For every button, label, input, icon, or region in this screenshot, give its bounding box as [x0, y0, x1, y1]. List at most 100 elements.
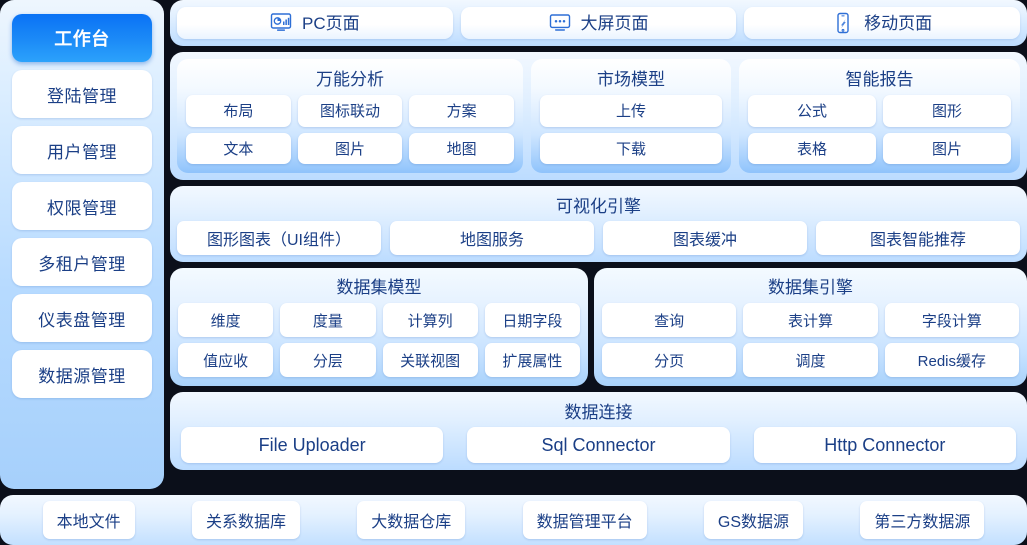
dataset-row: 数据集模型 维度 度量 计算列 日期字段 值应收 分层 关联视图 扩展属性: [170, 268, 1027, 386]
tab-pc-page[interactable]: PC页面: [177, 7, 453, 39]
chip-row: 图形图表（UI组件） 地图服务 图表缓冲 图表智能推荐: [177, 221, 1020, 255]
chip-grid: 查询 表计算 字段计算 分页 调度 Redis缓存: [602, 303, 1019, 377]
tab-label: 大屏页面: [580, 13, 649, 33]
module-title: 智能报告: [845, 70, 914, 89]
chip-row: 表格 图片: [748, 132, 1011, 164]
sidebar-item-label: 登陆管理: [47, 86, 117, 106]
chip-row: 值应收 分层 关联视图 扩展属性: [178, 343, 580, 377]
chip-row: 查询 表计算 字段计算: [602, 303, 1019, 337]
sidebar-item-label: 用户管理: [47, 142, 117, 162]
chip-picture[interactable]: 图片: [883, 132, 1011, 164]
chip-row: File Uploader Sql Connector Http Connect…: [177, 427, 1020, 463]
panel-title: 可视化引擎: [556, 197, 641, 216]
data-connection-panel: 数据连接 File Uploader Sql Connector Http Co…: [170, 392, 1027, 470]
page-type-tabs: PC页面 大屏页面: [170, 0, 1027, 46]
module-title: 市场模型: [597, 70, 665, 89]
bigscreen-icon: [549, 13, 571, 33]
panel-title: 数据集引擎: [768, 278, 853, 297]
chip-chart-smart-recommend[interactable]: 图表智能推荐: [816, 221, 1020, 255]
chip-charts-ui-components[interactable]: 图形图表（UI组件）: [177, 221, 381, 255]
chip-file-uploader[interactable]: File Uploader: [181, 427, 444, 463]
sidebar-item-user-management[interactable]: 用户管理: [12, 126, 152, 174]
chip-http-connector[interactable]: Http Connector: [753, 427, 1016, 463]
dataset-model-panel: 数据集模型 维度 度量 计算列 日期字段 值应收 分层 关联视图 扩展属性: [170, 268, 588, 386]
chip-measure[interactable]: 度量: [280, 303, 376, 337]
chip-upload[interactable]: 上传: [540, 95, 722, 127]
tab-mobile-page[interactable]: 移动页面: [744, 7, 1021, 39]
sidebar-item-label: 权限管理: [47, 198, 117, 218]
chip-grid: 布局 图标联动 方案 文本 图片 地图: [186, 95, 515, 164]
sidebar-item-multitenant-management[interactable]: 多租户管理: [12, 238, 152, 286]
chip-graphic[interactable]: 图形: [883, 95, 1011, 127]
data-sources-row: 本地文件 关系数据库 大数据仓库 数据管理平台 GS数据源 第三方数据源: [0, 495, 1027, 545]
sidebar-item-label: 多租户管理: [38, 254, 126, 274]
source-big-data-warehouse[interactable]: 大数据仓库: [357, 501, 466, 539]
panel-title: 数据连接: [564, 403, 633, 422]
chip-pagination[interactable]: 分页: [602, 343, 737, 377]
top-area: 工作台 登陆管理 用户管理 权限管理 多租户管理 仪表盘管理 数据源管理: [0, 0, 1027, 489]
sidebar-item-login-management[interactable]: 登陆管理: [12, 70, 152, 118]
module-title: 万能分析: [316, 70, 384, 89]
tab-bigscreen-page[interactable]: 大屏页面: [460, 7, 737, 39]
tab-label: 移动页面: [864, 13, 933, 33]
source-third-party-datasource[interactable]: 第三方数据源: [860, 501, 985, 539]
source-local-file[interactable]: 本地文件: [42, 501, 135, 539]
mobile-phone-icon: [832, 12, 854, 34]
chip-scheme[interactable]: 方案: [409, 95, 515, 127]
tab-label: PC页面: [302, 13, 360, 33]
chip-text[interactable]: 文本: [186, 132, 291, 164]
source-gs-datasource[interactable]: GS数据源: [703, 501, 804, 539]
chip-row: 布局 图标联动 方案: [186, 95, 515, 127]
chip-row: 公式 图形: [748, 95, 1011, 127]
monitor-chart-icon: [270, 13, 292, 33]
chip-dimension[interactable]: 维度: [178, 303, 274, 337]
chip-redis-cache[interactable]: Redis缓存: [884, 343, 1019, 377]
sidebar-item-workbench[interactable]: 工作台: [12, 14, 152, 62]
chip-grid: 公式 图形 表格 图片: [748, 95, 1011, 164]
chip-hierarchy[interactable]: 分层: [280, 343, 376, 377]
chip-row: 下载: [540, 132, 722, 164]
chip-row: 维度 度量 计算列 日期字段: [178, 303, 580, 337]
chip-field-calculation[interactable]: 字段计算: [884, 303, 1019, 337]
sidebar-item-label: 工作台: [54, 29, 110, 49]
sidebar-item-permission-management[interactable]: 权限管理: [12, 182, 152, 230]
chip-image[interactable]: 图片: [297, 132, 403, 164]
panel-title: 数据集模型: [336, 278, 422, 297]
chip-formula[interactable]: 公式: [748, 95, 876, 127]
chip-date-field[interactable]: 日期字段: [484, 303, 580, 337]
chip-row: 上传: [540, 95, 722, 127]
chip-grid: 上传 下载: [540, 95, 722, 164]
chip-map[interactable]: 地图: [409, 132, 515, 164]
modules-row: 万能分析 布局 图标联动 方案 文本 图片 地图: [170, 52, 1027, 180]
dataset-engine-panel: 数据集引擎 查询 表计算 字段计算 分页 调度 Redis缓存: [594, 268, 1027, 386]
chip-row: 文本 图片 地图: [186, 132, 515, 164]
chip-sql-connector[interactable]: Sql Connector: [467, 427, 730, 463]
source-relational-database[interactable]: 关系数据库: [191, 501, 300, 539]
chip-icon-linkage[interactable]: 图标联动: [297, 95, 403, 127]
module-market-model: 市场模型 上传 下载: [531, 59, 731, 173]
sidebar: 工作台 登陆管理 用户管理 权限管理 多租户管理 仪表盘管理 数据源管理: [0, 0, 164, 489]
visualization-engine-panel: 可视化引擎 图形图表（UI组件） 地图服务 图表缓冲 图表智能推荐: [170, 186, 1027, 262]
sidebar-item-label: 仪表盘管理: [38, 310, 126, 330]
chip-query[interactable]: 查询: [602, 303, 737, 337]
source-data-management-platform[interactable]: 数据管理平台: [522, 501, 647, 539]
module-universal-analysis: 万能分析 布局 图标联动 方案 文本 图片 地图: [177, 59, 523, 173]
chip-grid: 维度 度量 计算列 日期字段 值应收 分层 关联视图 扩展属性: [178, 303, 580, 377]
chip-table[interactable]: 表格: [748, 132, 876, 164]
sidebar-item-datasource-management[interactable]: 数据源管理: [12, 350, 152, 398]
chip-map-service[interactable]: 地图服务: [390, 221, 594, 255]
right-column: PC页面 大屏页面: [170, 0, 1027, 489]
chip-extended-attribute[interactable]: 扩展属性: [484, 343, 580, 377]
chip-download[interactable]: 下载: [540, 132, 722, 164]
chip-value-receivable[interactable]: 值应收: [178, 343, 274, 377]
chip-related-view[interactable]: 关联视图: [382, 343, 478, 377]
sidebar-item-dashboard-management[interactable]: 仪表盘管理: [12, 294, 152, 342]
module-smart-report: 智能报告 公式 图形 表格 图片: [739, 59, 1020, 173]
chip-layout[interactable]: 布局: [186, 95, 291, 127]
chip-calculated-column[interactable]: 计算列: [382, 303, 478, 337]
chip-chart-buffer[interactable]: 图表缓冲: [603, 221, 807, 255]
sidebar-item-label: 数据源管理: [38, 366, 126, 386]
chip-table-calculation[interactable]: 表计算: [743, 303, 878, 337]
chip-row: 分页 调度 Redis缓存: [602, 343, 1019, 377]
chip-scheduling[interactable]: 调度: [743, 343, 878, 377]
